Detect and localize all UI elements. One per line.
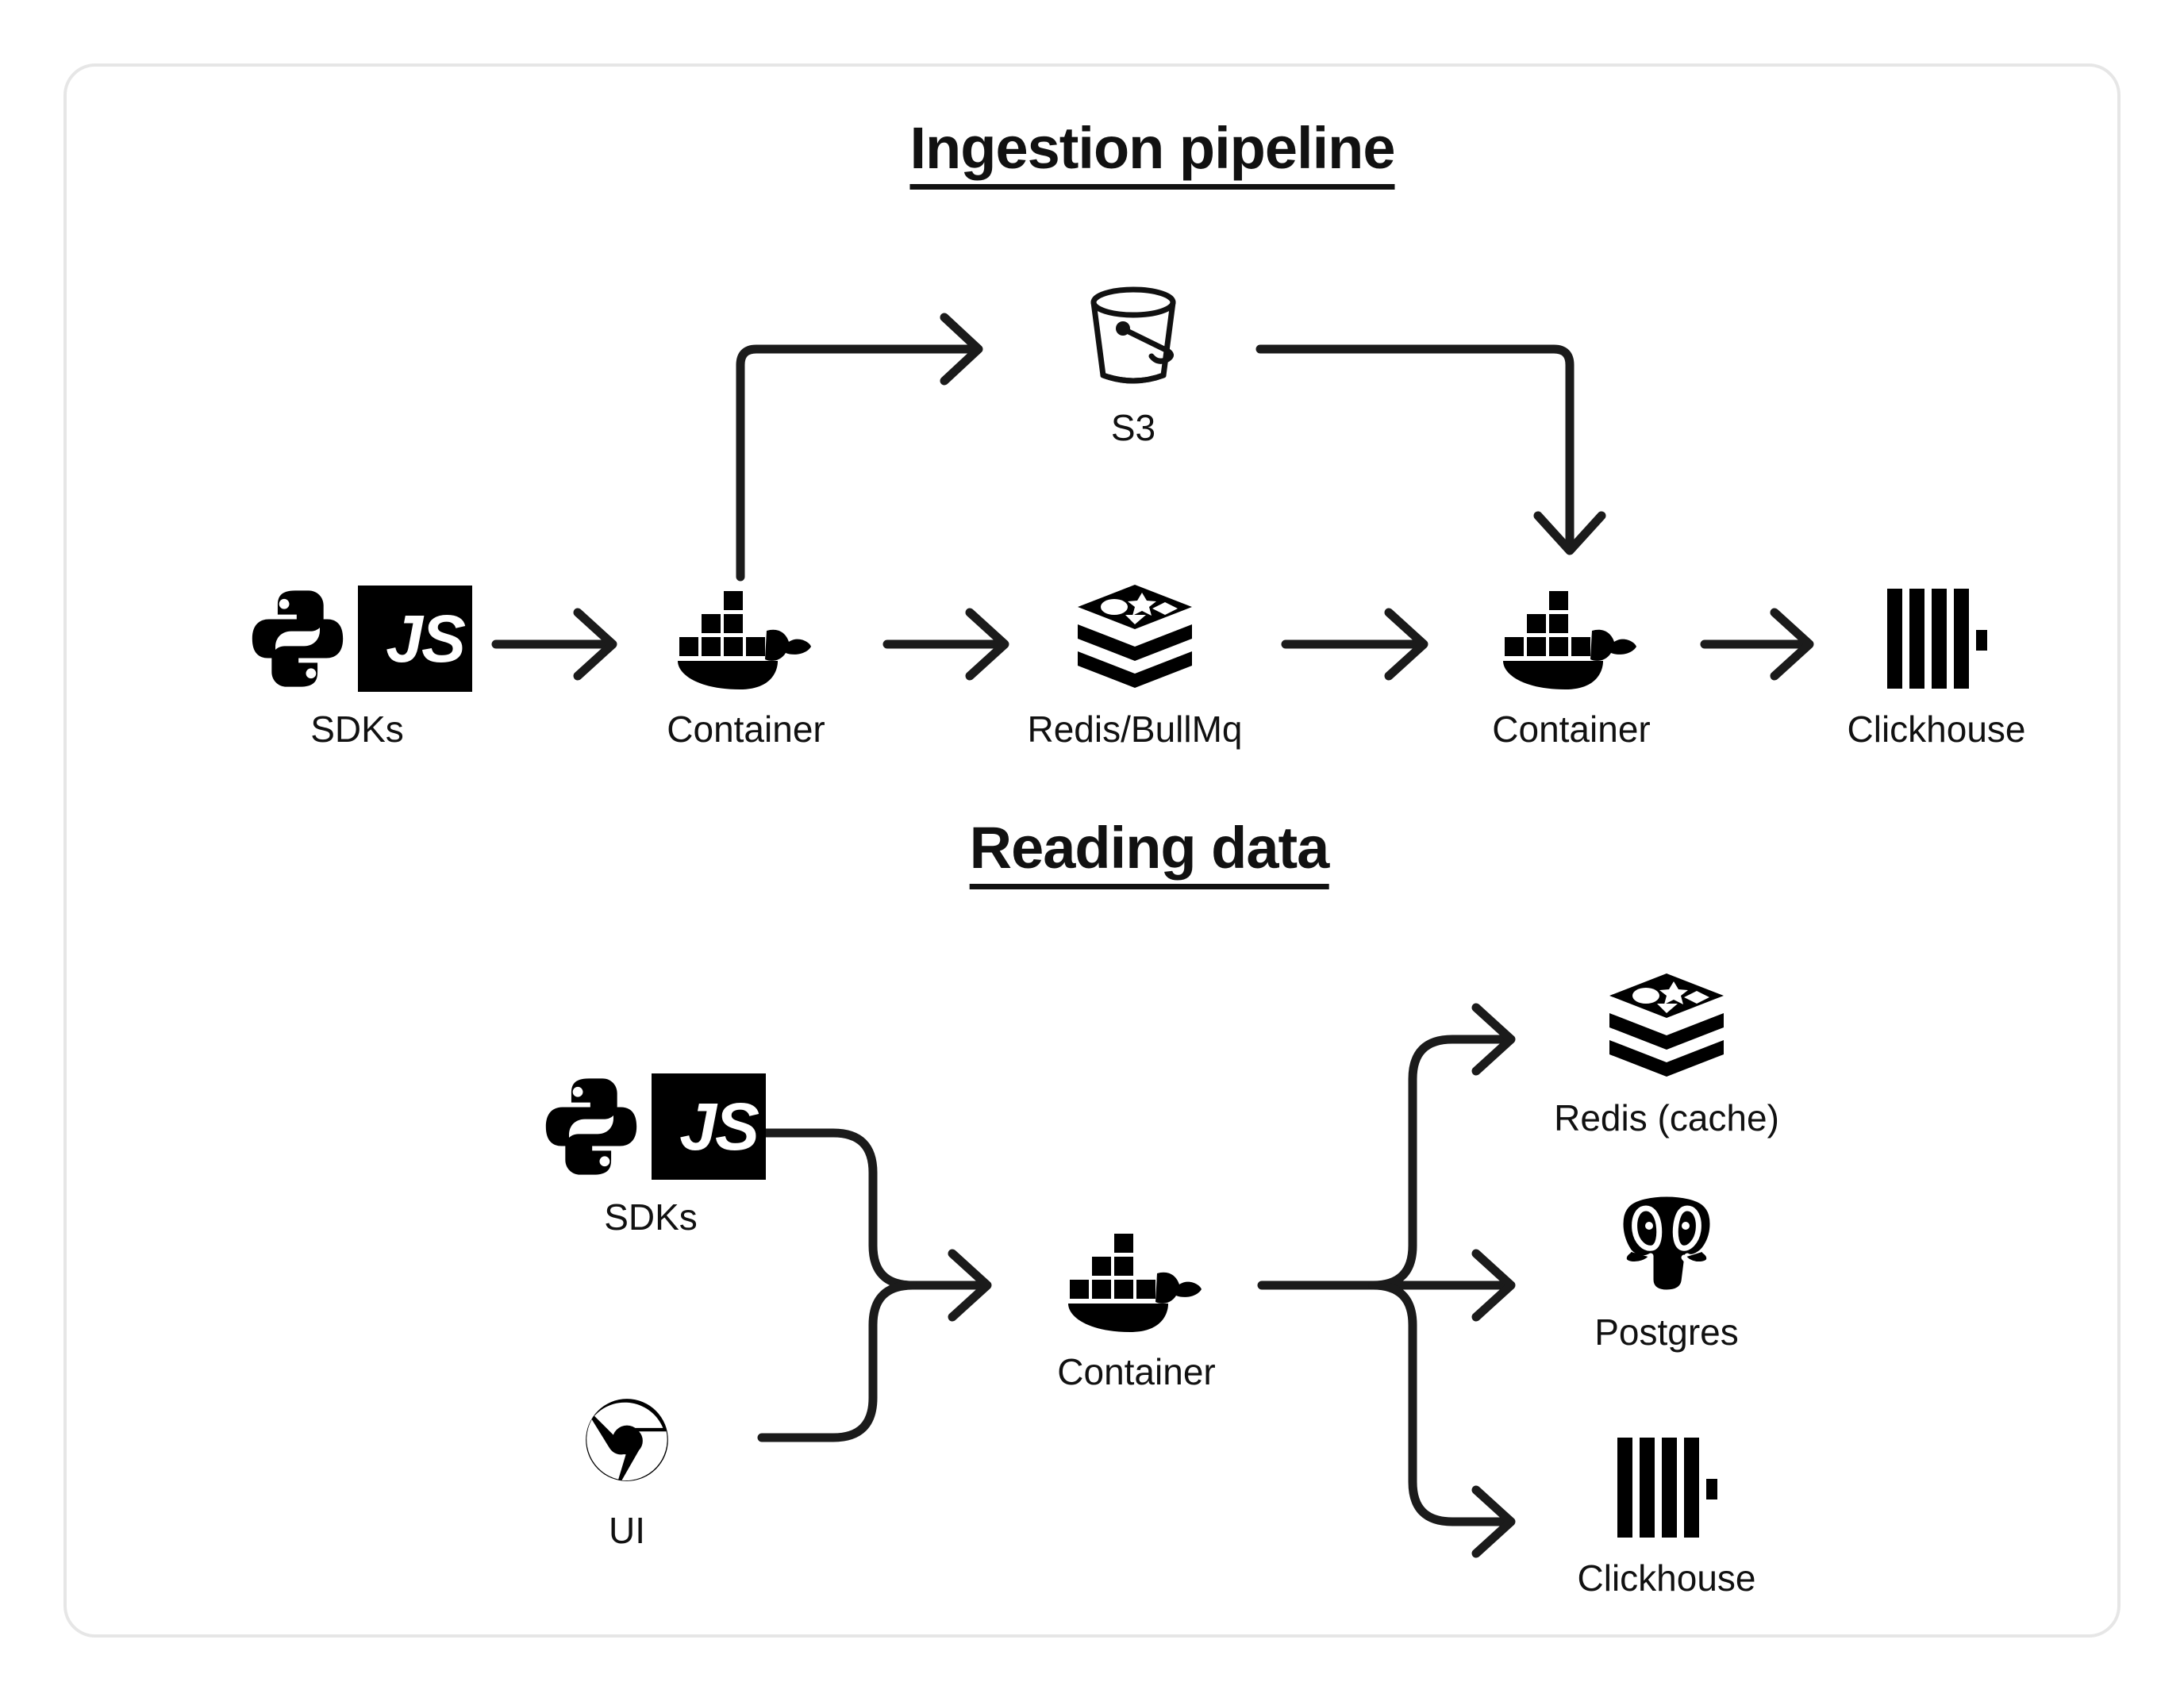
node-redis-bullmq: Redis/BullMq [929,579,1341,750]
node-sdks-2: JS SDKs [444,1067,857,1238]
ui-icon-group [421,1380,833,1499]
container-icon-group [1365,579,1778,698]
clickhouse-icon [1617,1438,1717,1538]
bucket-icon [1090,286,1176,384]
node-container-1: Container [540,579,952,750]
node-container-2: Container [1365,579,1778,750]
node-label: Redis/BullMq [1027,708,1243,750]
arrow-container3-to-clickhouse2 [1368,1281,1516,1558]
postgres-icon-group [1460,1182,1873,1301]
docker-icon [1503,591,1636,689]
js-badge-text: JS [679,1089,759,1164]
node-clickhouse-1: Clickhouse [1730,579,2143,750]
section-title-ingestion: Ingestion pipeline [909,117,1396,190]
chrome-icon [586,1399,668,1481]
arrow-container1-to-s3 [736,313,983,582]
postgres-icon [1617,1191,1716,1296]
clickhouse-icon [1887,589,1987,689]
node-label: SDKs [310,708,404,750]
js-badge-text: JS [386,601,466,676]
redis-icon [1078,585,1192,688]
javascript-icon: JS [652,1073,766,1180]
section-title-reading: Reading data [969,817,1329,889]
arrow-container3-to-redis-cache [1368,1003,1516,1290]
javascript-icon: JS [358,586,472,692]
arrow-redis-to-container2 [1281,608,1428,681]
redis-icon [1609,973,1724,1077]
node-redis-cache: Redis (cache) [1460,968,1873,1138]
docker-icon [678,591,811,689]
arrow-sdks2-to-container3 [757,1128,992,1322]
node-label: Clickhouse [1577,1557,1756,1599]
s3-icon-group [927,278,1340,397]
clickhouse-icon-group [1460,1428,1873,1547]
node-sdks-1: JS SDKs [151,579,563,750]
node-label: Redis (cache) [1554,1097,1779,1138]
sdks-icon-group: JS [151,579,563,698]
node-label: Container [1492,708,1651,750]
node-label: Container [1057,1351,1216,1392]
container-icon-group [930,1222,1343,1341]
node-label: Postgres [1594,1311,1739,1353]
node-label: UI [609,1510,645,1551]
diagram-card [63,63,2121,1638]
node-clickhouse-2: Clickhouse [1460,1428,1873,1599]
clickhouse-icon-group [1730,579,2143,698]
node-label: S3 [1110,407,1156,448]
sdks-icon-group: JS [444,1067,857,1186]
docker-icon [1068,1234,1202,1332]
arrow-ui-to-container3 [757,1281,917,1442]
python-icon [252,590,344,687]
arrow-sdks-to-container-1 [491,608,617,681]
arrow-container2-to-clickhouse [1700,608,1814,681]
node-container-3: Container [930,1222,1343,1392]
arrow-s3-to-container2 [1255,344,1606,555]
node-label: Container [667,708,825,750]
node-s3: S3 [927,278,1340,448]
node-postgres: Postgres [1460,1182,1873,1353]
container-icon-group [540,579,952,698]
node-label: SDKs [604,1196,698,1238]
python-icon [545,1078,637,1175]
node-ui: UI [421,1380,833,1551]
arrow-container1-to-redis [882,608,1009,681]
redis-icon-group [929,579,1341,698]
node-label: Clickhouse [1847,708,2026,750]
redis-icon-group [1460,968,1873,1087]
